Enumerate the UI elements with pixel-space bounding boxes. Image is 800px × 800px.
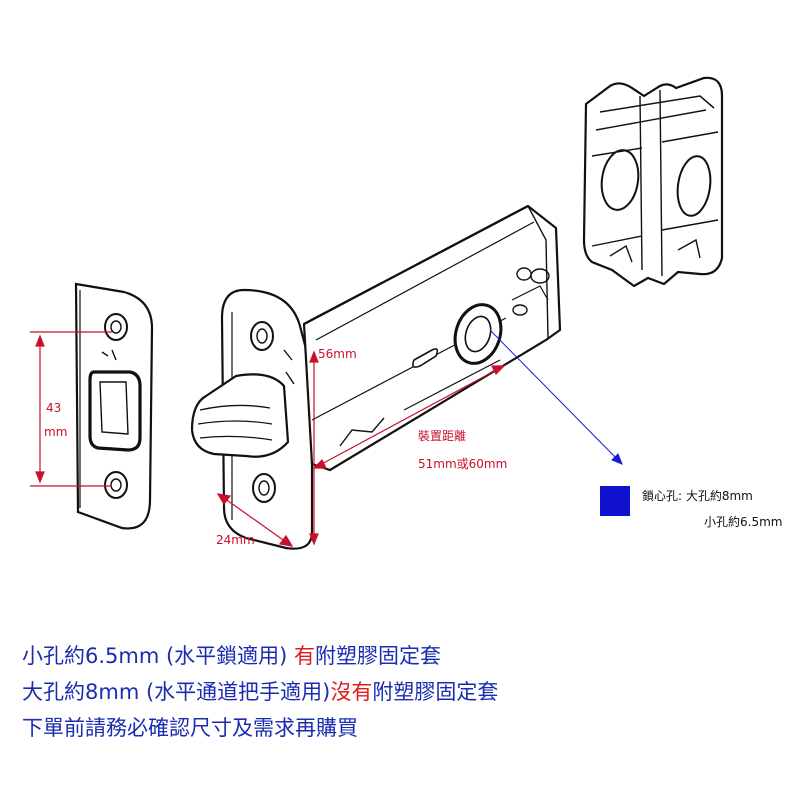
note-line-small-hole: 小孔約6.5mm (水平鎖適用) 有附塑膠固定套 xyxy=(22,638,792,674)
height-value-label: 43 xyxy=(46,401,61,415)
note-highlight: 沒有 xyxy=(330,680,373,704)
height-unit-label: mm xyxy=(44,425,67,439)
sleeve-hole-left xyxy=(600,149,640,211)
faceplate-screw-hole-top xyxy=(250,321,274,351)
case-slot xyxy=(412,348,439,368)
backset-title-label: 裝置距離 xyxy=(418,429,466,443)
hole-size-label: 鎖心孔: 大孔約8mm xyxy=(642,488,753,503)
plastic-sleeve xyxy=(582,76,724,288)
note-text: 附塑膠固定套 xyxy=(372,680,499,704)
width-label: 24mm xyxy=(216,533,255,547)
strike-latch-opening xyxy=(88,370,142,452)
dimension-lines xyxy=(30,331,506,547)
note-text: 下單前請務必確認尺寸及需求再購買 xyxy=(22,716,358,740)
spindle-hole xyxy=(453,303,503,365)
legend-swatch xyxy=(600,486,630,516)
note-text: 大孔約8mm (水平通道把手適用) xyxy=(22,680,331,704)
strike-screw-hole-bottom xyxy=(104,471,128,499)
note-highlight: 有 xyxy=(294,644,316,668)
strike-screw-hole-top xyxy=(104,313,128,341)
backset-values-label: 51mm或60mm xyxy=(418,457,507,471)
faceplate-screw-hole-bottom xyxy=(252,473,276,503)
spindle-hole-pointer xyxy=(489,329,623,465)
latch-case xyxy=(302,204,562,472)
note-text: 小孔約6.5mm (水平鎖適用) xyxy=(22,644,295,668)
strike-plate xyxy=(74,282,154,530)
latch-bolt xyxy=(190,373,290,458)
notes-block: 小孔約6.5mm (水平鎖適用) 有附塑膠固定套 大孔約8mm (水平通道把手適… xyxy=(22,638,792,746)
hole-small-label: 小孔約6.5mm xyxy=(704,514,782,529)
note-line-confirm: 下單前請務必確認尺寸及需求再購買 xyxy=(22,710,792,746)
sleeve-hole-right xyxy=(676,155,712,217)
depth-label: 56mm xyxy=(318,347,357,361)
note-text: 附塑膠固定套 xyxy=(315,644,442,668)
note-line-large-hole: 大孔約8mm (水平通道把手適用)沒有附塑膠固定套 xyxy=(22,674,792,710)
